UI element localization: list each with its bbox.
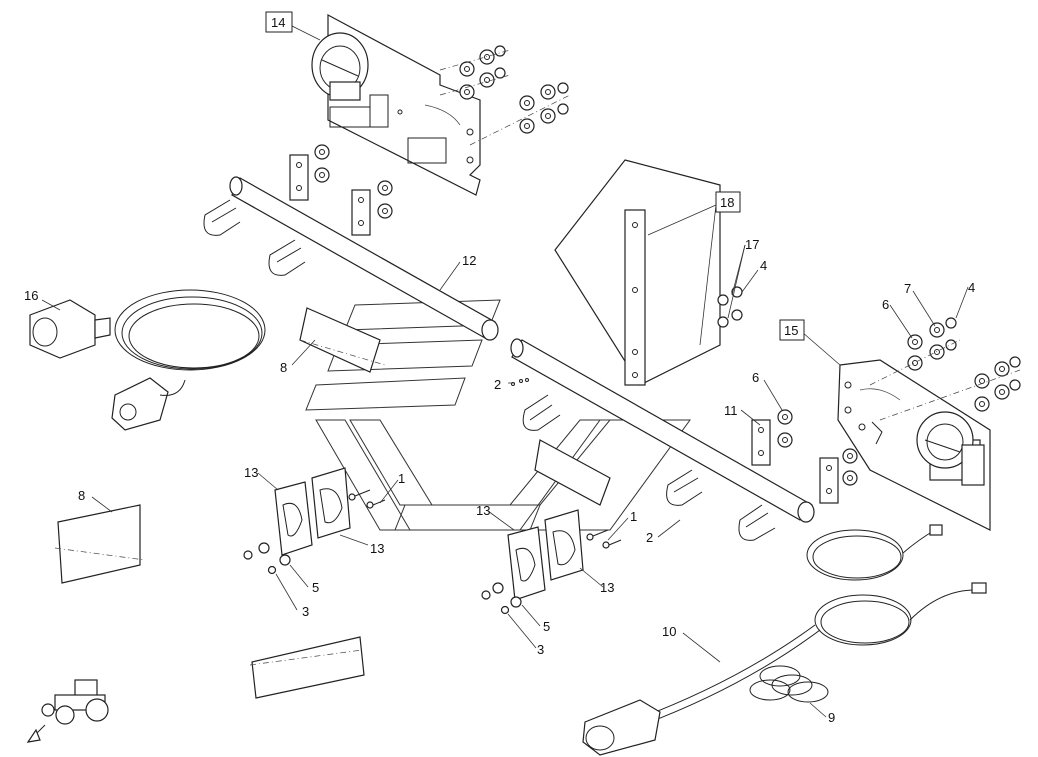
callout-14: 14 — [271, 15, 285, 30]
screws-center — [511, 378, 529, 386]
callout-1-left: 1 — [398, 471, 405, 486]
tractor-orientation-icon — [26, 679, 109, 743]
callout-13-right-top: 13 — [476, 503, 490, 518]
callout-16: 16 — [24, 288, 38, 303]
callout-3-left: 3 — [302, 604, 309, 619]
washers-right — [869, 317, 1021, 421]
callout-box-18 — [715, 191, 741, 213]
callout-box-15 — [779, 319, 805, 341]
callout-9: 9 — [828, 710, 835, 725]
callout-3-right: 3 — [537, 642, 544, 657]
callout-15: 15 — [784, 323, 798, 338]
socket-top — [311, 32, 369, 101]
callout-8-top: 8 — [280, 360, 287, 375]
callout-18: 18 — [720, 195, 734, 210]
callouts: 14 18 17 4 4 7 6 15 16 12 8 2 6 11 13 1 … — [24, 11, 975, 725]
main-bar — [229, 176, 815, 523]
clamp-plates-top — [289, 144, 393, 236]
gaskets-left — [243, 467, 386, 575]
label-sticker-center — [534, 439, 611, 506]
callout-5-left: 5 — [312, 580, 319, 595]
mounting-plate — [554, 159, 721, 386]
callout-11: 11 — [724, 403, 738, 418]
rings-9 — [749, 665, 829, 703]
callout-10: 10 — [662, 624, 676, 639]
callout-1-right: 1 — [630, 509, 637, 524]
callout-5-right: 5 — [543, 619, 550, 634]
gaskets-right — [481, 509, 622, 615]
callout-4-right: 4 — [968, 280, 975, 295]
clamp-plates-right — [751, 409, 858, 504]
callout-box-14 — [265, 11, 293, 33]
callout-2-center: 2 — [494, 377, 501, 392]
callout-6-right: 6 — [882, 297, 889, 312]
callout-17: 17 — [745, 237, 759, 252]
callout-8-left: 8 — [78, 488, 85, 503]
callout-7: 7 — [904, 281, 911, 296]
callout-2-right: 2 — [646, 530, 653, 545]
leader-lines — [41, 25, 969, 718]
label-sticker-left — [54, 504, 146, 584]
callout-6-mid: 6 — [752, 370, 759, 385]
label-sticker-left-top — [299, 307, 386, 373]
label-sticker-bottom — [249, 636, 365, 699]
socket-right — [916, 411, 985, 486]
nuts-mount — [717, 286, 743, 328]
washers-top — [439, 45, 571, 146]
callout-13-left-bottom: 13 — [370, 541, 384, 556]
callout-13-right-bottom: 13 — [600, 580, 614, 595]
callout-12: 12 — [462, 253, 476, 268]
cable-10 — [582, 524, 987, 756]
cable-16 — [29, 289, 266, 431]
callout-13-left-top: 13 — [244, 465, 258, 480]
u-bolts — [203, 199, 776, 541]
callout-4-center: 4 — [760, 258, 767, 273]
